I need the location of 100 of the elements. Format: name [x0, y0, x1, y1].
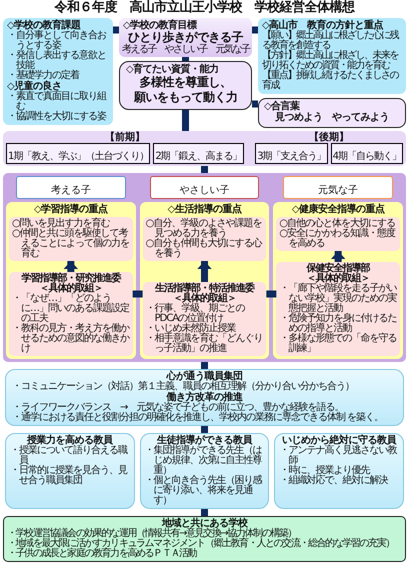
bullet-text: ・授業について語り合える職員	[10, 446, 128, 466]
bullet-text: ・「なぜ…」「どのように…」問いのある課題設定の工夫	[12, 294, 130, 324]
action-box	[276, 262, 400, 356]
team-heading: ＜具体的取組＞	[39, 284, 102, 294]
section-heading: 生徒指導ができる教員	[156, 435, 254, 446]
connector-bar	[201, 166, 208, 173]
team-heading: ＜具体的取組＞	[306, 274, 370, 284]
bullet-text: ・アンテナ高く見逃さない教師	[279, 446, 398, 466]
term-heading: 【後期】	[309, 132, 350, 143]
bullet-text: ・基礎学力の定着	[7, 71, 80, 81]
arrow	[330, 251, 346, 262]
bullet-text: ○自分、学級のよさや課題を見つめる力を養う	[146, 219, 262, 239]
focus-box	[9, 217, 133, 261]
focus-heading: ◇健康安全指導の重点	[290, 204, 386, 215]
motto-text: 見つめよう やってみよう	[274, 112, 390, 124]
period-box	[6, 143, 150, 164]
action-box	[142, 282, 266, 356]
bullet-text: ・学校運営協議会の効果的な運用（情報共有→意見交換→協力体制の構築）	[7, 529, 296, 539]
period-label: 3期「支え合う」	[257, 151, 326, 162]
trait-box	[283, 176, 393, 199]
bullet-text: ・行事、学級、期ごとのPDCAの位置付け	[146, 304, 246, 324]
bullet-text: ・子供の成長と家庭の教育力を高めるＰＴＡ活動	[7, 549, 198, 559]
bullet-text: ・時に、授業より優先	[279, 466, 370, 476]
goal-text: ひとり歩きができる子	[128, 31, 244, 44]
teacher-box	[5, 433, 135, 509]
arrow	[197, 261, 212, 282]
focus-heading: ◇生活指導の重点	[166, 204, 243, 215]
trait-label: やさしい子	[179, 185, 230, 196]
bullet-text: ・自分事として向き合おうとする姿	[7, 31, 108, 51]
focus-column	[273, 202, 403, 359]
connector-bar	[252, 100, 258, 108]
section-heading: ◇児童の良さ	[7, 81, 62, 92]
bullet-text: ○問いを見出す力を育む	[12, 219, 111, 229]
bullet-text: ・集団指導ができる先生（はじめ規律、次第に自主性尊重）	[144, 446, 262, 476]
bullet-text: ・日常的に授業を見合う、見せ合う職員集団	[10, 466, 128, 486]
term-band	[3, 131, 406, 166]
arrow	[64, 261, 78, 272]
trait-box	[150, 176, 260, 199]
section-heading: 心が通う職員集団	[166, 371, 242, 382]
page-title: 令和６年度 高山市立山王小学校 学校経営全体構想	[53, 0, 356, 15]
period-label: 2期「鍛え、高まる」	[155, 151, 242, 162]
period-label: 4期「自ら動く」	[332, 151, 401, 162]
trait-box	[16, 176, 126, 199]
action-box	[9, 272, 133, 356]
focus-box	[142, 217, 266, 261]
bullet-text: ・いじめ未然防止授業	[146, 324, 236, 334]
teacher-box	[274, 433, 404, 509]
bullet-text: ・発信し表出する意欲と技能	[7, 51, 107, 71]
term-heading: 【前期】	[104, 132, 145, 143]
connector-bar	[182, 110, 189, 131]
bullet-text: ○安全にかかわる知識・態度を高める	[279, 229, 396, 249]
staff-panel	[5, 369, 404, 426]
connector-bar	[266, 290, 276, 298]
bullet-text: ・通学における責任と役割分担の明確化を推進し、学校内の業務に専念できる体制 を築く。	[12, 413, 384, 423]
bullet-text: ・個と向き合う先生（困り感に寄り添い、将来を見通す）	[144, 476, 264, 506]
section-heading: いじめから絶対に守る教員	[281, 435, 396, 446]
bullet-text: ・協調性を大切にする姿	[7, 112, 108, 122]
connector-bar	[113, 26, 119, 34]
ability-text: 多様性を尊重し、願いをもって動く力	[132, 75, 238, 105]
period-box	[153, 143, 244, 164]
subtitle-text: 考える子 やさしい子 元気な子	[120, 44, 251, 55]
section-heading: ◇学校の教育課題	[7, 20, 81, 31]
policy-text: 【願い】郷土高山に根ざした心に残る教育を創造する	[262, 31, 400, 51]
period-box	[255, 143, 328, 164]
policy-text: 【方針】郷土高山に根ざし、未来を切り拓くための資質・能力を育む	[262, 51, 400, 71]
community-box	[3, 516, 406, 562]
section-heading: ◇高山市 教育の方針と重点	[262, 20, 384, 31]
team-heading: 生活指導部・特活推進委	[154, 284, 256, 294]
focus-box	[276, 217, 400, 251]
section-heading: 働き方改革の推進	[166, 392, 243, 403]
bullet-text: ・危険予知力を身に付けるための指導と活動	[279, 314, 397, 334]
focus-column	[6, 202, 136, 359]
connector-bar	[132, 290, 143, 298]
bullet-text: ・「廊下や階段を走る子がいない学校」実現のための実態把握と活動	[279, 284, 397, 314]
bullet-text: ・相手意識を育む「どんぐりっ子活動」の推進	[146, 334, 264, 354]
connector-bar	[252, 26, 258, 34]
info-panel	[258, 18, 406, 94]
trait-label: 元気な子	[318, 185, 358, 196]
teacher-box	[140, 433, 270, 509]
bullet-text: ・素直で真面目に取り組む	[7, 92, 108, 112]
period-box	[330, 143, 403, 164]
section-heading: ◇育てたい資質・能力	[126, 64, 220, 75]
bullet-text: ・ライフワークバランス → 元気な姿で子どもの前に立つ、豊かな経験を語る。	[12, 403, 344, 413]
info-panel	[3, 18, 113, 125]
bullet-text: ・コミュニケーション（対話）第１主義、職員の相互理解（分かり合い分かち合う）	[12, 382, 355, 392]
bullet-text: ○自他の心と体を大切にする	[279, 219, 396, 229]
bullet-text: ・多様な形態での「命を守る訓練」	[279, 334, 397, 354]
connector-bar	[182, 57, 189, 61]
bullet-text: ○仲間と共に頭を駆使して考えることによって個の力を育む	[12, 229, 130, 259]
team-heading: 学習指導部・研究推進委	[20, 274, 122, 284]
box-panel	[3, 173, 406, 362]
section-heading: ◇合言葉	[264, 101, 301, 112]
section-heading: 地域と共にある学校	[162, 518, 248, 529]
policy-text: 【重点】挑戦し続けるたくましさの育成	[262, 71, 400, 91]
team-heading: ＜具体的取組＞	[172, 294, 236, 304]
trait-label: 考える子	[50, 185, 91, 196]
ability-box	[119, 61, 252, 110]
connector-bar	[201, 426, 208, 433]
connector-bar	[201, 362, 208, 369]
bullet-text: ○自分も仲間も大切にする心を養う	[146, 239, 263, 259]
